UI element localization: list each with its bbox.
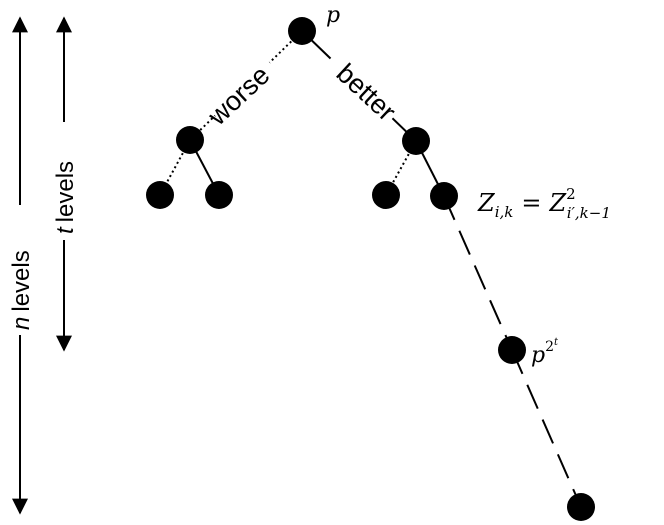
node-level2-rl <box>372 181 400 209</box>
formula-lhs-sub: i,k <box>495 203 514 221</box>
n-levels-word: levels <box>8 250 35 311</box>
formula-lhs-var: Z <box>477 189 496 217</box>
node-level2-ll <box>146 181 174 209</box>
level-t-base: p <box>531 343 545 368</box>
level-t-label: p2t <box>531 337 559 368</box>
t-variable: t <box>52 226 79 234</box>
node-level-n <box>567 493 595 521</box>
node-level2-lr <box>205 181 233 209</box>
root-node <box>288 17 316 45</box>
node-level1-left <box>176 126 204 154</box>
dashed-path-to-mid <box>443 195 513 351</box>
formula-rhs-var: Z <box>548 189 567 217</box>
node-level1-right <box>402 127 430 155</box>
n-variable: n <box>8 317 35 330</box>
level-t-exp-sup: t <box>554 337 559 348</box>
node-level-t <box>498 336 526 364</box>
formula-rhs-sup: 2 <box>566 185 576 203</box>
t-levels-word: levels <box>52 161 79 222</box>
formula-eq: = <box>521 189 541 217</box>
t-levels-label: t levels <box>52 161 79 234</box>
edge-root-left <box>189 30 303 141</box>
level-t-exp-base: 2 <box>545 339 554 355</box>
formula-rhs-sub: i′,k−1 <box>567 204 611 222</box>
root-label: p <box>326 3 340 28</box>
node-level2-rr <box>430 182 458 210</box>
dashed-path-to-bottom <box>511 349 582 508</box>
n-levels-label: n levels <box>8 250 35 330</box>
